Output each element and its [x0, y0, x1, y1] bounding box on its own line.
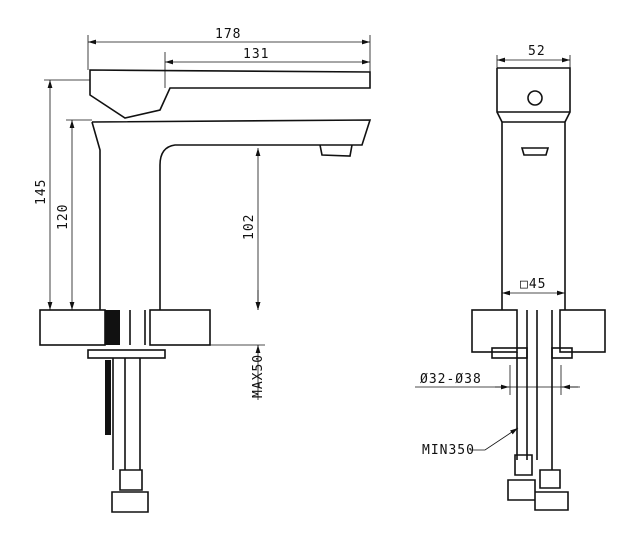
front-view: 178 131 145 120 102 MAX50 — [34, 27, 372, 513]
side-deck-section — [471, 309, 518, 353]
lever-handle — [89, 69, 371, 119]
dim-height-total: 145 — [34, 179, 49, 205]
side-view: 52 □45 Ø32-Ø38 MIN350 — [415, 44, 606, 511]
dim-width-total: 178 — [215, 27, 241, 42]
dim-spout-clearance: 102 — [242, 214, 257, 240]
side-body — [496, 67, 571, 310]
dim-spout-reach: 131 — [243, 47, 269, 62]
dim-body-height: 120 — [56, 204, 71, 230]
dim-hose-length: MIN350 — [422, 443, 475, 458]
hose-fitting — [111, 469, 149, 513]
dim-base-size: □45 — [520, 277, 546, 292]
dim-deck-thickness: MAX50 — [251, 354, 266, 398]
dim-hole-diameter: Ø32-Ø38 — [420, 372, 482, 387]
deck-section — [39, 309, 106, 346]
dim-top-width: 52 — [528, 44, 546, 59]
handle-hole — [527, 90, 543, 106]
faucet-body — [91, 119, 372, 310]
